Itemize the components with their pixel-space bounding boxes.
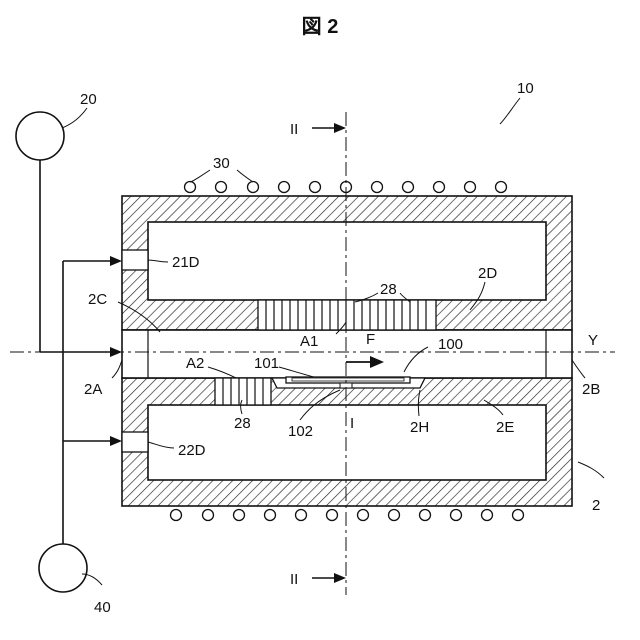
label-28-upper: 28 bbox=[380, 281, 397, 298]
housing bbox=[122, 196, 572, 506]
label-A1: A1 bbox=[300, 333, 318, 350]
label-2: 2 bbox=[592, 497, 600, 514]
label-2E: 2E bbox=[496, 419, 514, 436]
label-F: F bbox=[366, 331, 375, 348]
section-marker-bottom bbox=[312, 573, 346, 583]
label-101: 101 bbox=[254, 355, 279, 372]
inlet-arrowheads bbox=[110, 256, 122, 446]
label-Y: Y bbox=[588, 332, 598, 349]
vent-holes-upper bbox=[258, 300, 436, 330]
inlet-port-22D bbox=[122, 432, 148, 452]
label-28-lower: 28 bbox=[234, 415, 251, 432]
label-I: I bbox=[350, 415, 354, 432]
label-30: 30 bbox=[213, 155, 230, 172]
label-II-bottom: II bbox=[290, 571, 298, 588]
label-10: 10 bbox=[517, 80, 534, 97]
label-2A: 2A bbox=[84, 381, 102, 398]
label-40: 40 bbox=[94, 599, 111, 616]
label-2H: 2H bbox=[410, 419, 429, 436]
label-21D: 21D bbox=[172, 254, 200, 271]
label-102: 102 bbox=[288, 423, 313, 440]
section-marker-top bbox=[312, 123, 346, 133]
label-A2: A2 bbox=[186, 355, 204, 372]
label-2D: 2D bbox=[478, 265, 497, 282]
vent-holes-lower bbox=[215, 378, 271, 405]
label-2B: 2B bbox=[582, 381, 600, 398]
label-2C: 2C bbox=[88, 291, 107, 308]
label-22D: 22D bbox=[178, 442, 206, 459]
label-100: 100 bbox=[438, 336, 463, 353]
inlet-port-21D bbox=[122, 250, 148, 270]
label-II-top: II bbox=[290, 121, 298, 138]
label-20: 20 bbox=[80, 91, 97, 108]
